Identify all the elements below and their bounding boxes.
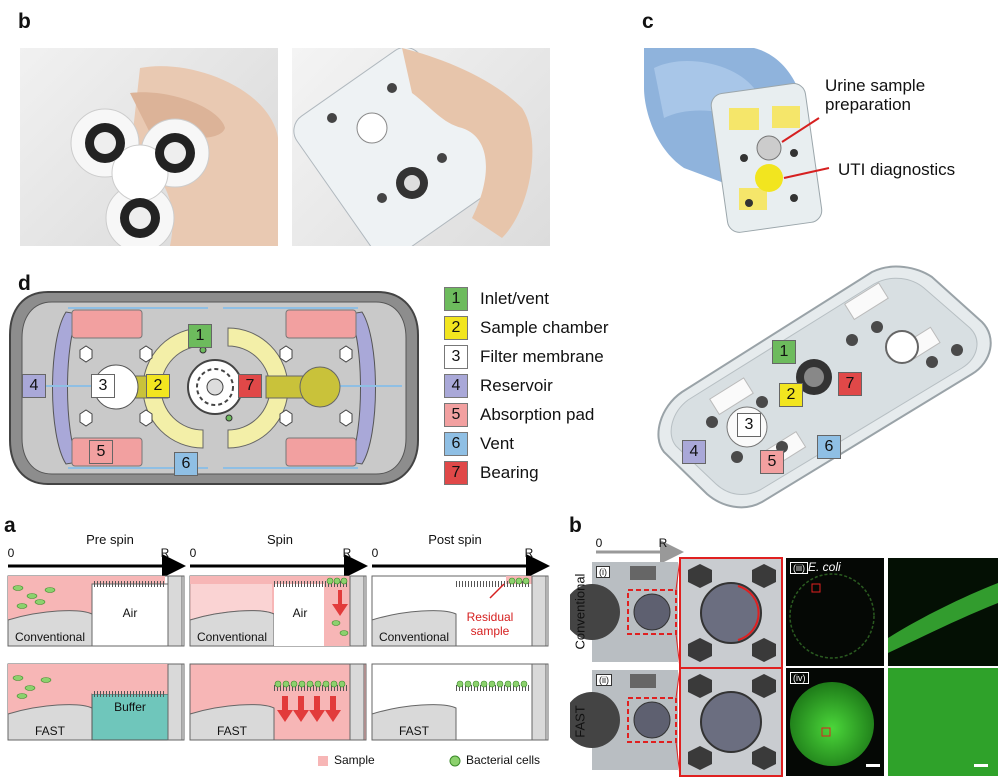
row-label-conventional: Conventional [572,573,588,650]
gloved-hand-photo [644,48,834,246]
buffer-label: Buffer [114,700,146,714]
legend-item: 1 Inlet/vent [444,287,549,311]
filtration-schematic: Pre spin Spin Post spin [0,528,560,778]
legend-swatch: 3 [444,345,468,369]
legend-item: 5 Absorption pad [444,403,594,427]
legend-item: 3 Filter membrane [444,345,604,369]
row-label-fast: FAST [572,705,588,738]
photo-marker-6: 6 [817,435,841,459]
legend-label: Sample chamber [480,318,609,337]
row-label-conventional-3: Conventional [378,630,450,644]
legend-item: 6 Vent [444,432,514,456]
panel-label-b-lower: b [569,514,582,537]
air-label-1: Air [122,606,138,620]
legend-label: Bearing [480,463,539,482]
legend-sample-label: Sample [334,753,375,767]
legend-swatch: 1 [444,287,468,311]
fidget-spinner-photo [20,48,278,246]
device-3d-photo [657,265,992,509]
legend-label: Reservoir [480,376,553,395]
photo-marker-4: 4 [682,440,706,464]
legend-item: 4 Reservoir [444,374,553,398]
legend-cells-label: Bacterial cells [466,753,541,767]
photo-marker-3: 3 [737,413,761,437]
axis-end-1: R [160,546,170,560]
panel-label-c: c [642,10,654,33]
photo-marker-7: 7 [838,372,862,396]
organism-label: E. coli [808,560,841,574]
callout-urine: Urine sample preparation [825,76,926,114]
legend-label: Absorption pad [480,405,595,424]
tag-ii: (ii) [596,674,612,686]
legend-swatch: 7 [444,461,468,485]
legend-swatch: 5 [444,403,468,427]
schematic-marker-4: 4 [22,374,46,398]
row-label-conventional-1: Conventional [14,630,86,644]
legend-item: 2 Sample chamber [444,316,609,340]
row-label-fast-3: FAST [398,724,429,738]
callout-uti: UTI diagnostics [838,160,956,179]
schematic-marker-6: 6 [174,452,198,476]
legend-swatch: 4 [444,374,468,398]
axis-end-2: R [342,546,352,560]
component-legend: 1 Inlet/vent 2 Sample chamber 3 Filter m… [444,287,644,487]
legend-swatch: 2 [444,316,468,340]
schematic-marker-2: 2 [146,374,170,398]
device-schematic [9,291,419,485]
panel-label-b: b [18,10,31,33]
air-label-2: Air [292,606,308,620]
axis-start-2: 0 [189,546,197,560]
legend-label: Vent [480,434,515,453]
microscopy-panel: 0 R Conventional FAST (i) (ii) (iii) (iv… [570,528,1000,778]
axis-start-3: 0 [371,546,379,560]
col-title-pre-spin: Pre spin [86,532,134,547]
tag-i: (i) [596,566,610,578]
legend-item: 7 Bearing [444,461,539,485]
panel-label-a: a [4,514,16,537]
photo-marker-2: 2 [779,383,803,407]
micro-axis-end: R [658,536,668,550]
row-label-conventional-2: Conventional [196,630,268,644]
schematic-marker-7: 7 [238,374,262,398]
legend-label: Filter membrane [480,347,604,366]
residual-sample-label: Residual sample [466,610,514,638]
axis-end-3: R [524,546,534,560]
device-held-photo [292,48,550,246]
axis-start-1: 0 [7,546,15,560]
micro-axis-start: 0 [595,536,603,550]
tag-iv: (iv) [790,672,809,684]
schematic-marker-3: 3 [91,374,115,398]
col-title-post-spin: Post spin [428,532,482,547]
col-title-spin: Spin [266,532,294,547]
photo-marker-1: 1 [772,340,796,364]
row-label-fast-2: FAST [216,724,247,738]
photo-marker-5: 5 [760,450,784,474]
row-label-fast-1: FAST [34,724,65,738]
schematic-marker-1: 1 [188,324,212,348]
legend-label: Inlet/vent [480,289,549,308]
panel-label-d: d [18,272,31,295]
legend-swatch: 6 [444,432,468,456]
schematic-marker-5: 5 [89,440,113,464]
tag-iii: (iii) [790,562,808,574]
